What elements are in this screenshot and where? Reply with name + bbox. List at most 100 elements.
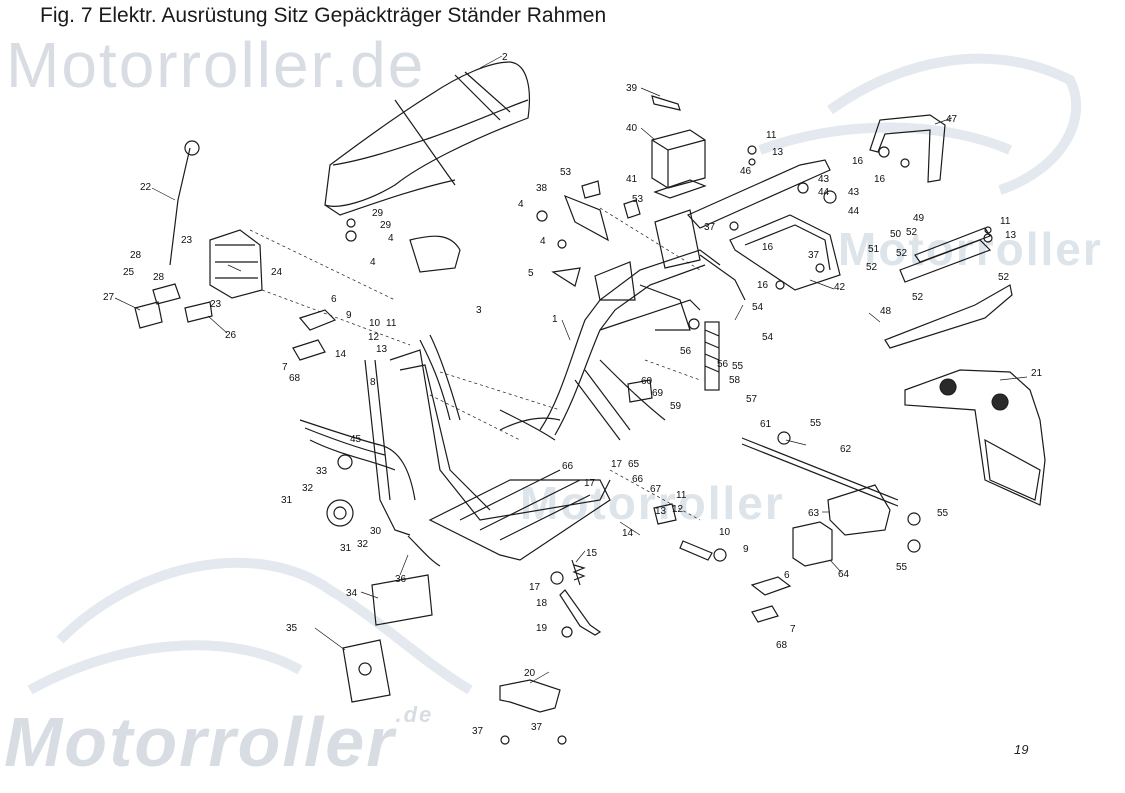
callout-66a: 66	[632, 474, 644, 485]
callout-13a: 13	[772, 147, 784, 158]
watermark-bottom-suffix: .de	[395, 702, 434, 727]
callout-55c: 55	[937, 508, 949, 519]
callout-60: 60	[641, 376, 653, 387]
callout-45: 45	[350, 434, 362, 445]
callout-66b: 66	[562, 461, 574, 472]
seat-part	[324, 61, 531, 216]
callout-42: 42	[834, 282, 846, 293]
callout-52e: 52	[912, 292, 924, 303]
callout-30: 30	[370, 526, 382, 537]
callout-54a: 54	[752, 302, 764, 313]
callout-58: 58	[729, 375, 741, 386]
callout-64: 64	[838, 569, 850, 580]
callout-49: 49	[913, 213, 925, 224]
small-parts	[345, 145, 993, 745]
rear-fender-part	[904, 369, 1046, 506]
bracket-part	[499, 679, 561, 713]
callout-31b: 31	[340, 543, 352, 554]
callout-11a: 11	[766, 130, 777, 141]
fuse-part	[651, 95, 681, 111]
callout-39: 39	[626, 83, 638, 94]
callout-29b: 29	[380, 220, 392, 231]
callout-59: 59	[670, 401, 682, 412]
callout-53a: 53	[560, 167, 572, 178]
callout-50: 50	[890, 229, 902, 240]
callout-10b: 10	[369, 318, 381, 329]
watermark-bottom: Motorroller.de	[4, 702, 433, 782]
callout-13d: 13	[376, 344, 388, 355]
callout-32a: 32	[302, 483, 314, 494]
callout-48: 48	[880, 306, 892, 317]
callout-37d: 37	[531, 722, 543, 733]
horn-part	[326, 454, 354, 527]
callout-6b: 6	[331, 294, 337, 305]
page-number: 19	[1014, 742, 1029, 757]
license-plate-part	[342, 574, 433, 703]
callout-54b: 54	[762, 332, 774, 343]
callout-17a: 17	[611, 459, 623, 470]
battery-part	[651, 129, 706, 189]
switch-block-part	[292, 309, 792, 623]
callout-14b: 14	[335, 349, 347, 360]
callout-2: 2	[502, 52, 508, 63]
callout-56a: 56	[680, 346, 692, 357]
callout-52d: 52	[998, 272, 1010, 283]
callout-28a: 28	[130, 250, 142, 261]
callout-1: 1	[552, 314, 558, 325]
callout-32b: 32	[357, 539, 369, 550]
callout-7a: 7	[790, 624, 796, 635]
callout-38: 38	[536, 183, 548, 194]
callout-16d: 16	[757, 280, 769, 291]
callout-40: 40	[626, 123, 638, 134]
callout-23a: 23	[181, 235, 193, 246]
callout-37a: 37	[704, 222, 716, 233]
callout-17c: 17	[529, 582, 541, 593]
callout-4b: 4	[540, 236, 546, 247]
callout-52a: 52	[906, 227, 918, 238]
callout-68a: 68	[776, 640, 788, 651]
rear-carrier-part	[686, 159, 841, 291]
leader-lines	[114, 55, 1028, 684]
callout-34: 34	[346, 588, 358, 599]
callout-23b: 23	[210, 299, 222, 310]
callout-16a: 16	[852, 156, 864, 167]
main-frame-part	[364, 249, 746, 561]
callout-4c: 4	[388, 233, 394, 244]
callout-6a: 6	[784, 570, 790, 581]
callout-13c: 13	[655, 506, 667, 517]
callout-52c: 52	[866, 262, 878, 273]
callout-55a: 55	[732, 361, 744, 372]
callout-53b: 53	[632, 194, 644, 205]
callout-11b: 11	[1000, 216, 1011, 227]
cable-part	[169, 140, 200, 266]
callout-5: 5	[528, 268, 534, 279]
callout-3: 3	[476, 305, 482, 316]
callout-4d: 4	[370, 257, 376, 268]
watermark-bottom-word: Motorroller	[4, 703, 396, 781]
grab-handle-part	[884, 227, 1013, 349]
callout-69: 69	[652, 388, 664, 399]
battery-pad-part	[653, 179, 707, 199]
callout-51: 51	[868, 244, 880, 255]
callout-26: 26	[225, 330, 237, 341]
callout-44b: 44	[848, 206, 860, 217]
callout-9b: 9	[346, 310, 352, 321]
callout-12a: 12	[672, 504, 684, 515]
side-stand-part	[559, 559, 602, 636]
callout-16b: 16	[874, 174, 886, 185]
callout-57: 57	[746, 394, 758, 405]
callout-62: 62	[840, 444, 852, 455]
callout-8: 8	[370, 377, 376, 388]
callout-35: 35	[286, 623, 298, 634]
callout-44a: 44	[818, 187, 830, 198]
callout-20: 20	[524, 668, 536, 679]
watermark-center: Motorroller	[520, 477, 785, 529]
callout-13b: 13	[1005, 230, 1017, 241]
callout-41: 41	[626, 174, 638, 185]
callout-52b: 52	[896, 248, 908, 259]
callout-15: 15	[586, 548, 598, 559]
callout-61: 61	[760, 419, 772, 430]
callout-17b: 17	[584, 478, 596, 489]
callout-4a: 4	[518, 199, 524, 210]
